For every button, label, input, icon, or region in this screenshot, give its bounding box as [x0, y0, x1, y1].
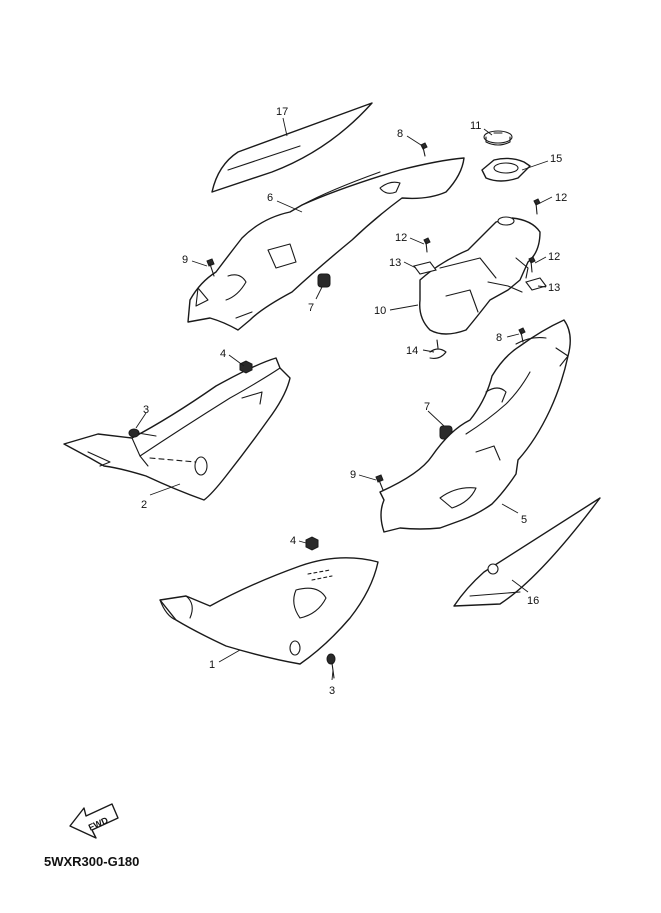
- part-13-clips: [413, 261, 547, 291]
- callout-3-lower: 3: [329, 685, 335, 697]
- part-15-gasket: [481, 157, 531, 182]
- part-5-lower-side-cover: [379, 319, 571, 533]
- callout-7-lower: 7: [424, 401, 430, 413]
- diagram-code: 5WXR300-G180: [44, 854, 139, 869]
- leader-lines: [135, 117, 553, 681]
- callout-14: 14: [406, 345, 418, 357]
- part-6-upper-side-cover: [187, 157, 465, 331]
- callout-13-right: 13: [548, 282, 560, 294]
- callout-12-top: 12: [555, 192, 567, 204]
- callout-7-upper: 7: [308, 302, 314, 314]
- callout-17: 17: [276, 106, 288, 118]
- callout-16: 16: [527, 595, 539, 607]
- callout-13-left: 13: [389, 257, 401, 269]
- part-17-decal: [211, 102, 373, 193]
- part-2-lower-side-cover: [63, 357, 291, 501]
- part-11-cap: [483, 130, 513, 146]
- part-16-decal: [453, 497, 601, 607]
- callout-1: 1: [209, 659, 215, 671]
- part-9-screws: [206, 258, 384, 491]
- callout-6: 6: [267, 192, 273, 204]
- part-8-screws: [420, 142, 526, 343]
- callout-8-lower: 8: [496, 332, 502, 344]
- callout-5: 5: [521, 514, 527, 526]
- callout-11: 11: [470, 120, 481, 132]
- callout-2: 2: [141, 499, 147, 511]
- callout-15: 15: [550, 153, 562, 165]
- callout-10: 10: [374, 305, 386, 317]
- part-14-clip: [429, 339, 447, 359]
- callout-8-upper: 8: [397, 128, 403, 140]
- callout-9-lower: 9: [350, 469, 356, 481]
- part-4-nuts: [239, 360, 319, 551]
- callout-4-lower: 4: [290, 535, 296, 547]
- callout-3-upper: 3: [143, 404, 149, 416]
- callouts: 17 8 11 15 6 12 9 12 13 12 7 13 10 8 14 …: [141, 106, 567, 697]
- fwd-arrow-icon: FWD: [69, 803, 119, 839]
- callout-4-upper: 4: [220, 348, 226, 360]
- callout-12-mid: 12: [395, 232, 407, 244]
- part-1-bottom-cover: [159, 557, 379, 665]
- callout-12-right: 12: [548, 251, 560, 263]
- callout-9-upper: 9: [182, 254, 188, 266]
- part-10-tank: [419, 216, 541, 335]
- part-12-screws: [423, 198, 541, 273]
